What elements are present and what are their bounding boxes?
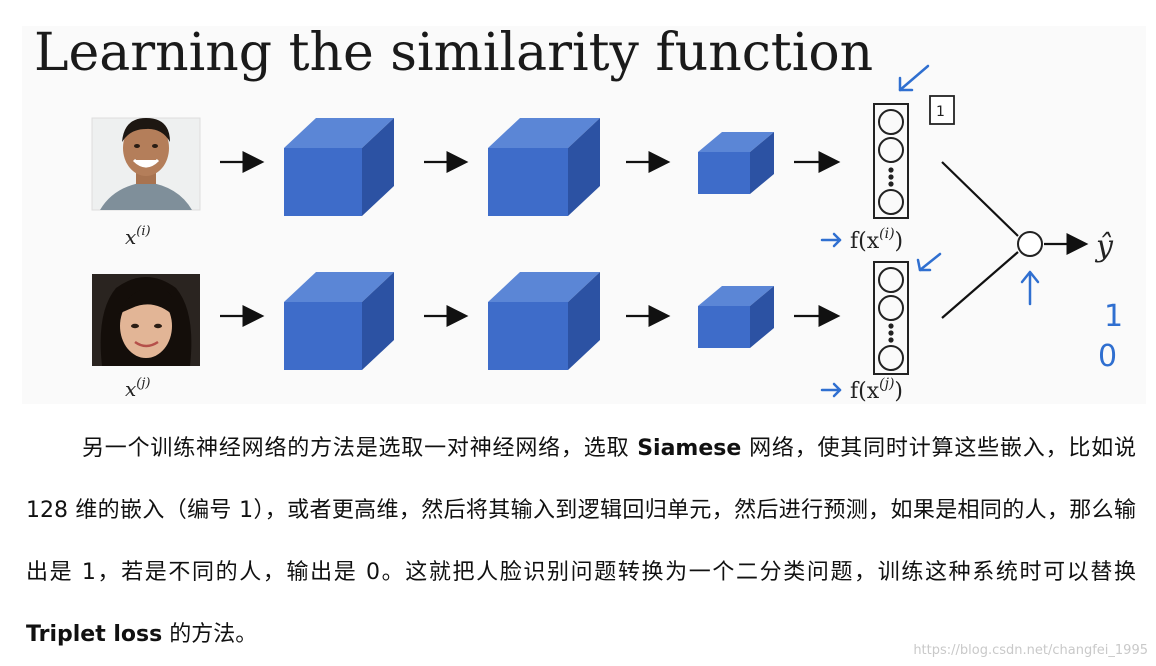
caption-text-2: 网络，使其同时计算这些嵌入，比如说 128 维的嵌入（编号 1），或者更高维，然… <box>26 436 1136 585</box>
caption-paragraph: 另一个训练神经网络的方法是选取一对神经网络，选取 Siamese 网络，使其同时… <box>26 418 1136 666</box>
cnn-layer-cube-top-3 <box>698 132 774 194</box>
cnn-layer-cube-bottom-3 <box>698 286 774 348</box>
cnn-layer-cube-top-2 <box>488 118 600 216</box>
embedding-number-badge: 1 <box>929 95 955 125</box>
figure-title: Learning the similarity function <box>34 26 873 83</box>
logistic-unit-node <box>1017 231 1043 257</box>
output-value-zero: 0 <box>1098 339 1117 374</box>
watermark: https://blog.csdn.net/changfei_1995 <box>913 643 1148 658</box>
output-value-one: 1 <box>1104 299 1123 334</box>
svg-text:1: 1 <box>936 104 945 120</box>
input-label-top: x(i) <box>125 224 151 249</box>
siamese-network-figure: Learning the similarity function x <box>22 26 1146 404</box>
encoding-label-top: f(x(i)) <box>850 226 903 254</box>
handwritten-annotations <box>820 64 1040 398</box>
encoding-vector-bottom <box>873 261 909 375</box>
caption-text-3: 的方法。 <box>162 622 258 647</box>
cnn-layer-cube-bottom-1 <box>284 272 394 370</box>
encoding-label-bottom: f(x(j)) <box>850 376 903 404</box>
output-symbol: ŷ <box>1094 229 1114 264</box>
input-label-bottom: x(j) <box>125 376 150 401</box>
caption-term-triplet-loss: Triplet loss <box>26 622 163 647</box>
face-image-top <box>91 117 201 211</box>
cnn-layer-cube-top-1 <box>284 118 394 216</box>
merge-lines <box>941 161 1019 319</box>
caption-term-siamese: Siamese <box>637 436 742 461</box>
face-image-bottom <box>92 274 200 366</box>
encoding-vector-top <box>873 103 909 219</box>
cnn-layer-cube-bottom-2 <box>488 272 600 370</box>
caption-text-1: 另一个训练神经网络的方法是选取一对神经网络，选取 <box>82 436 638 461</box>
